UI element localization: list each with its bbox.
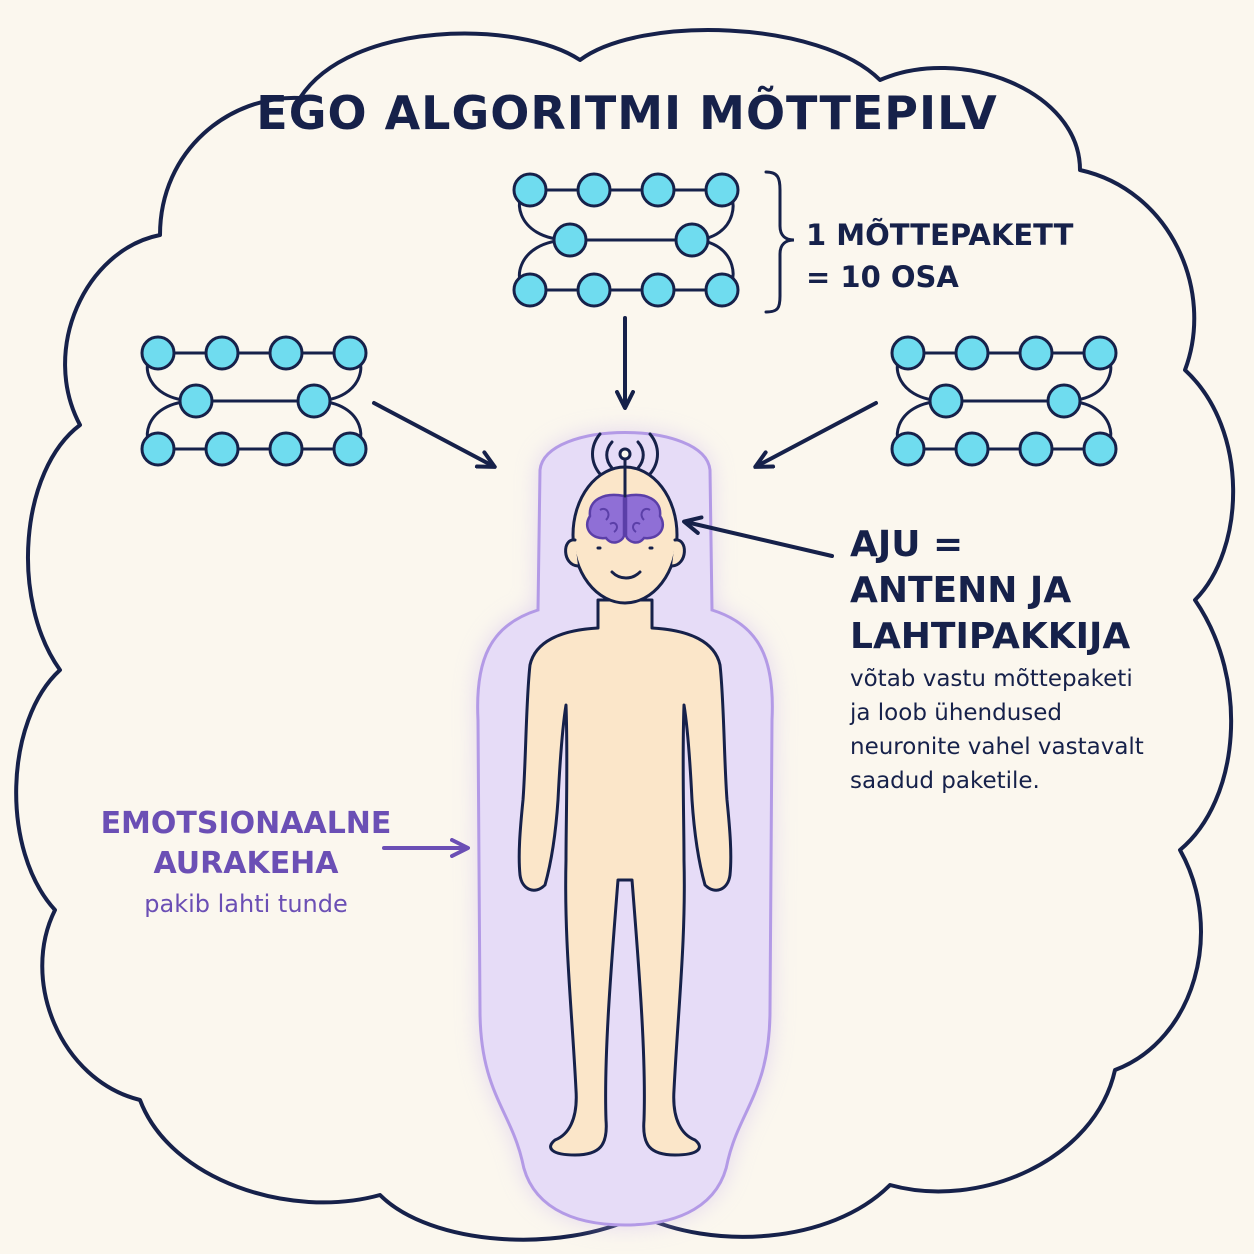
packet-node: [1018, 431, 1054, 467]
packet-node: [268, 431, 304, 467]
thought-packet-right: [890, 335, 1118, 467]
diagram-title: EGO ALGORITMI MÕTTEPILV: [256, 86, 998, 140]
brain-icon: [585, 493, 665, 544]
packet-node: [332, 431, 368, 467]
packet-node: [954, 431, 990, 467]
packet-node: [954, 335, 990, 371]
packet-node: [928, 383, 964, 419]
arrow-left-packet-to-body: [372, 401, 497, 469]
packet-node: [890, 335, 926, 371]
brain-heading-line-2: ANTENN JA: [850, 570, 1072, 611]
packet-node: [140, 431, 176, 467]
packet-node: [204, 335, 240, 371]
signal-antenna-icon: [591, 432, 659, 498]
aura-description: pakib lahti tunde: [144, 890, 348, 918]
packet-node: [674, 222, 710, 258]
brain-heading: AJU = ANTENN JA LAHTIPAKKIJA: [850, 522, 1130, 660]
aura-heading-line-2: AURAKEHA: [153, 846, 339, 881]
aura-heading: EMOTSIONAALNE AURAKEHA: [60, 804, 432, 884]
brain-description-line-2: ja loob ühendused: [850, 700, 1063, 726]
packet-note: 1 MÕTTEPAKETT = 10 OSA: [806, 214, 1073, 298]
brain-description-line-1: võtab vastu mõttepaketi: [850, 666, 1133, 692]
packet-node: [576, 172, 612, 208]
packet-node: [178, 383, 214, 419]
packet-node: [296, 383, 332, 419]
brain-heading-line-3: LAHTIPAKKIJA: [850, 616, 1131, 657]
packet-node: [332, 335, 368, 371]
packet-node: [552, 222, 588, 258]
brain-description-line-4: saadud paketile.: [850, 768, 1040, 794]
packet-node: [890, 431, 926, 467]
thought-packet-top: [512, 172, 740, 308]
packet-node: [204, 431, 240, 467]
packet-node: [1046, 383, 1082, 419]
packet-node: [512, 272, 548, 308]
packet-node: [268, 335, 304, 371]
thought-packet-left: [140, 335, 368, 467]
packet-node: [512, 172, 548, 208]
packet-note-line-2: = 10 OSA: [806, 260, 959, 294]
packet-node: [704, 272, 740, 308]
packet-node: [640, 172, 676, 208]
packet-node: [1082, 431, 1118, 467]
packet-note-line-1: 1 MÕTTEPAKETT: [806, 218, 1074, 252]
packet-brace: [764, 170, 795, 314]
packet-node: [140, 335, 176, 371]
packet-node: [704, 172, 740, 208]
arrow-right-packet-to-body: [753, 401, 878, 469]
brain-heading-line-1: AJU =: [850, 524, 964, 565]
packet-node: [1082, 335, 1118, 371]
brain-description: võtab vastu mõttepaketi ja loob ühenduse…: [850, 662, 1144, 798]
aura-heading-line-1: EMOTSIONAALNE: [100, 806, 392, 841]
packet-node: [1018, 335, 1054, 371]
arrow-label-to-brain: [682, 515, 834, 558]
packet-node: [576, 272, 612, 308]
packet-node: [640, 272, 676, 308]
brain-description-line-3: neuronite vahel vastavalt: [850, 734, 1144, 760]
